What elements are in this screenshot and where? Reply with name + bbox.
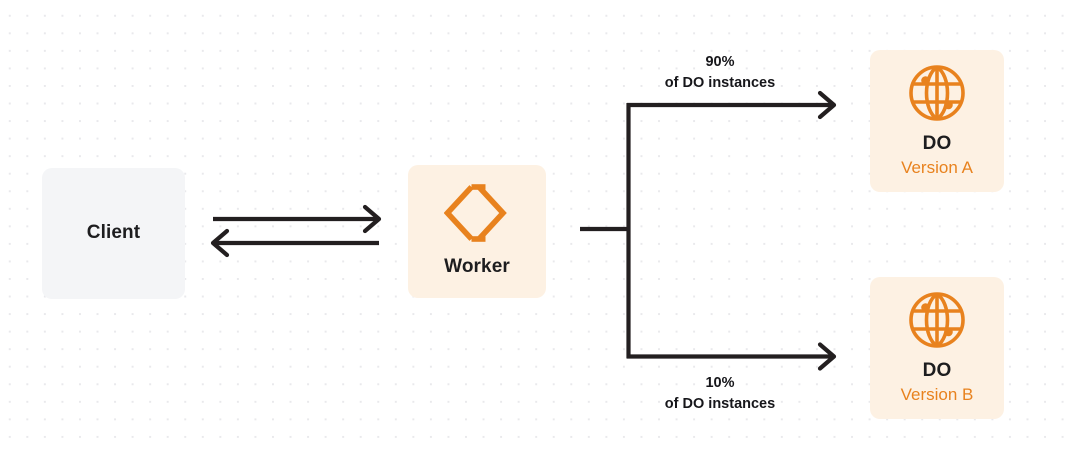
- node-do-b-version: Version B: [900, 385, 974, 405]
- node-do-version-b[interactable]: DO Version B: [870, 277, 1004, 419]
- arrow-client-to-worker: [213, 204, 382, 234]
- globe-icon: [907, 63, 967, 123]
- node-do-a-version: Version A: [901, 158, 973, 178]
- cloudflare-workers-icon: [443, 184, 510, 242]
- edge-label-do-a-text: of DO instances: [664, 74, 776, 91]
- node-worker[interactable]: Worker: [408, 165, 546, 298]
- arrow-worker-to-do-a: [627, 90, 837, 120]
- node-do-version-a[interactable]: DO Version A: [870, 50, 1004, 192]
- edge-label-do-a: 90% of DO instances: [617, 52, 823, 93]
- arrow-worker-to-do-b: [627, 342, 837, 371]
- edge-label-do-b-percent: 10%: [705, 375, 735, 391]
- node-client-label: Client: [86, 222, 141, 244]
- node-client[interactable]: Client: [42, 168, 185, 299]
- edge-label-do-b: 10% of DO instances: [617, 373, 823, 414]
- arrow-worker-to-client: [210, 228, 379, 258]
- node-worker-label: Worker: [444, 256, 510, 278]
- node-do-b-label: DO: [922, 360, 952, 382]
- node-do-a-label: DO: [922, 133, 952, 155]
- edge-label-do-a-percent: 90%: [705, 54, 735, 70]
- edge-label-do-b-text: of DO instances: [664, 395, 776, 412]
- globe-icon: [907, 290, 967, 350]
